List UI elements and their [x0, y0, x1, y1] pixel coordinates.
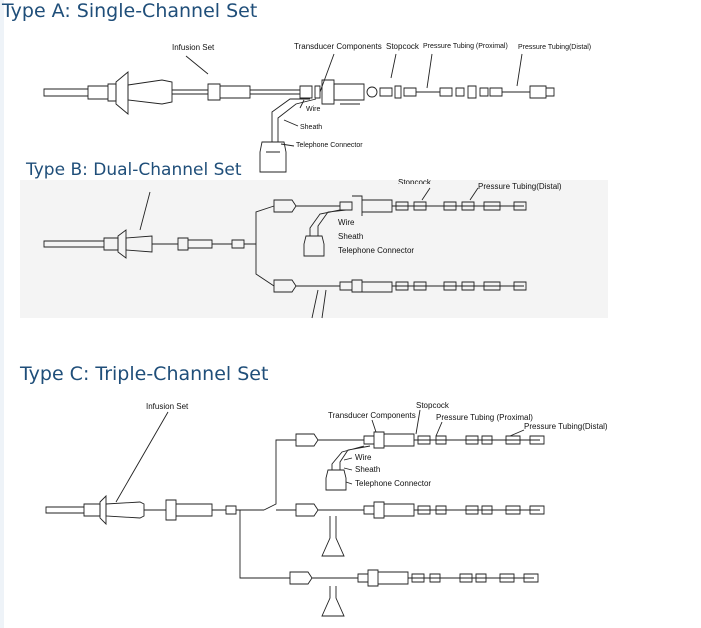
- type-c-label-pressure-distal: Pressure Tubing(Distal): [524, 422, 608, 431]
- type-a-flange: [115, 71, 129, 115]
- type-b-channel-1-transducer: [273, 195, 393, 216]
- type-c-drip-chamber: [105, 501, 145, 519]
- type-b-heading: Type B: Dual-Channel Set: [26, 160, 242, 180]
- diagram-type-a: [43, 53, 555, 173]
- type-a-tubing-proximal: [416, 87, 465, 97]
- type-c-regulator: [144, 499, 213, 521]
- type-b-channel-1-line: [392, 201, 527, 211]
- type-c-label-wire: Wire: [355, 453, 372, 462]
- type-c-branch-low: [239, 510, 290, 579]
- type-b-channel-2-transducer: [273, 279, 393, 293]
- type-a-leader-lines: [185, 53, 523, 147]
- type-a-tubing-distal: [502, 85, 555, 99]
- type-c-channel-3: [289, 569, 539, 587]
- type-a-stopcock-1: [379, 85, 417, 99]
- type-a-label-transducer-components: Transducer Components: [294, 42, 382, 51]
- left-edge-strip: [0, 0, 4, 628]
- type-b-label-stopcock-clipped: Stopcock: [398, 178, 431, 184]
- type-b-wire-sheath: [309, 209, 347, 236]
- type-a-stopcock-2: [467, 85, 503, 99]
- type-a-flow-regulator: [207, 83, 251, 101]
- type-b-label-telephone-connector: Telephone Connector: [338, 246, 415, 255]
- type-a-label-sheath: Sheath: [300, 124, 323, 131]
- type-b-channel-2-line: [392, 281, 527, 291]
- diagram-type-b: [43, 187, 527, 319]
- type-b-label-sheath: Sheath: [338, 232, 364, 241]
- type-a-tube-1: [172, 89, 208, 95]
- type-b-telephone-connector: [303, 235, 325, 257]
- type-a-drip-chamber: [127, 79, 173, 105]
- type-c-bag-1: [321, 516, 345, 557]
- type-c-label-sheath: Sheath: [355, 465, 381, 474]
- type-a-label-wire: Wire: [306, 106, 321, 113]
- type-a-transducer: [321, 79, 335, 105]
- type-b-label-pressure-distal: Pressure Tubing(Distal): [478, 182, 562, 191]
- type-a-heading: Type A: Single-Channel Set: [2, 0, 258, 22]
- type-a-wire-sheath: [271, 98, 317, 142]
- type-c-ch2-transducer: [295, 501, 415, 519]
- type-c-tube: [212, 505, 264, 515]
- type-b-split: [255, 205, 275, 287]
- type-c-wire-sheath: [331, 445, 371, 470]
- type-a-spike: [43, 83, 117, 102]
- type-c-label-pressure-proximal: Pressure Tubing (Proximal): [436, 413, 533, 422]
- type-c-ch1-transducer: [295, 431, 415, 449]
- type-a-label-pressure-proximal: Pressure Tubing (Proximal): [423, 43, 508, 50]
- type-b-lower-cable: [311, 289, 327, 319]
- diagram-type-c: [45, 409, 545, 617]
- type-b-flange: [117, 229, 127, 259]
- type-c-label-infusion-set: Infusion Set: [146, 402, 189, 411]
- type-c-leader-lines: [115, 409, 525, 503]
- type-a-telephone-connector: [259, 141, 287, 173]
- type-a-dial: [366, 86, 378, 98]
- type-a-label-pressure-distal: Pressure Tubing(Distal): [518, 44, 592, 51]
- type-c-ch3-transducer: [289, 569, 409, 587]
- type-c-bag-2: [321, 586, 345, 617]
- type-c-channel-1: [295, 431, 545, 449]
- type-a-connector-1: [299, 85, 321, 99]
- type-c-spike: [45, 503, 101, 517]
- type-b-regulator: [152, 237, 213, 251]
- type-b-leader-lines: [139, 187, 479, 231]
- type-a-tube-2: [250, 89, 300, 95]
- type-c-branch-up: [263, 439, 296, 511]
- type-a-label-stopcock: Stopcock: [386, 42, 419, 51]
- type-b-spike: [43, 237, 119, 251]
- type-b-tube: [212, 239, 256, 249]
- type-c-flange: [99, 494, 107, 526]
- type-b-label-wire: Wire: [338, 218, 355, 227]
- type-c-label-telephone-connector: Telephone Connector: [355, 479, 432, 488]
- type-c-ch2-line: [414, 505, 545, 515]
- type-b-drip-chamber: [125, 235, 153, 253]
- type-a-transducer-body: [333, 83, 365, 105]
- type-c-label-stopcock: Stopcock: [416, 401, 449, 410]
- type-a-label-telephone-connector: Telephone Connector: [296, 142, 363, 149]
- type-c-label-transducer-components: Transducer Components: [328, 411, 416, 420]
- type-c-telephone-connector: [325, 469, 347, 491]
- type-c-channel-2: [295, 501, 545, 519]
- type-c-heading: Type C: Triple-Channel Set: [20, 363, 269, 385]
- type-c-ch3-line: [408, 573, 539, 583]
- type-a-label-infusion-set: Infusion Set: [172, 43, 215, 52]
- type-c-ch1-line: [414, 435, 545, 445]
